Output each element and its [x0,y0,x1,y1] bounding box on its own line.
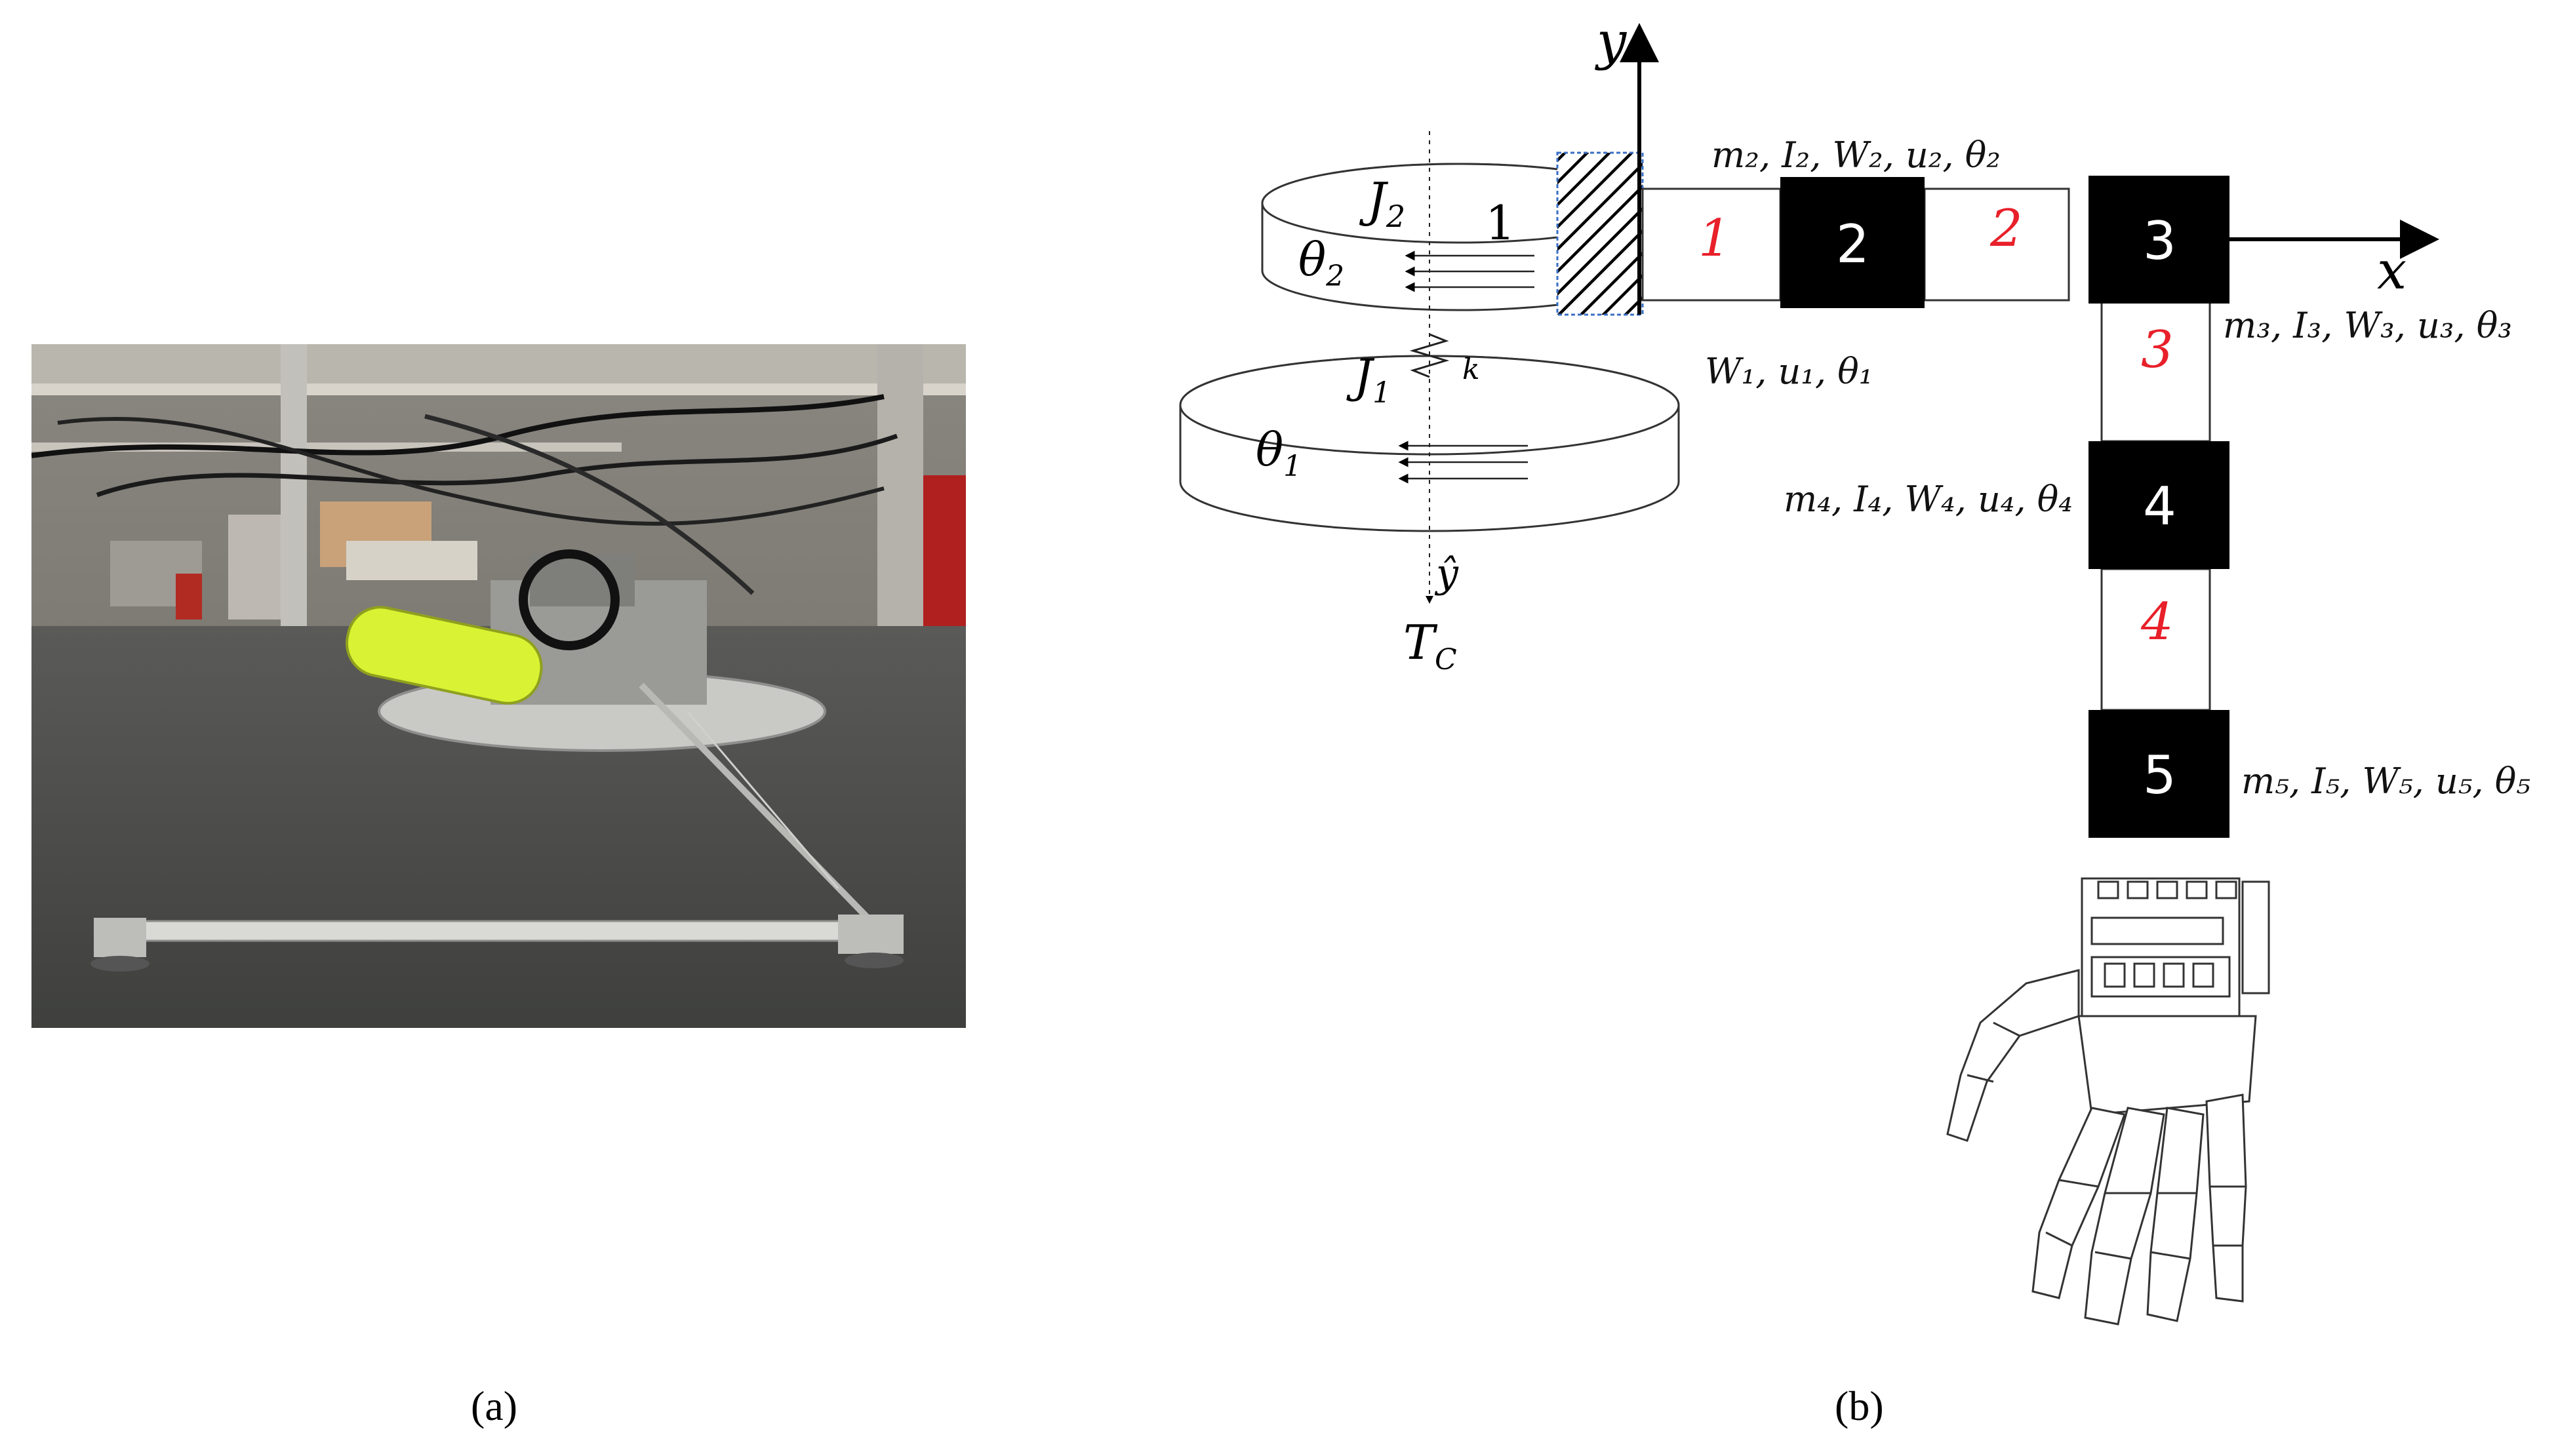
J2-sub: 2 [1386,199,1405,234]
link-4-label: 4 [2140,593,2174,652]
node-2 [1780,177,1925,308]
one-label: 1 [1485,195,1515,250]
svg-text:θ1: θ1 [1256,423,1302,483]
node-3-label: 3 [2143,210,2176,271]
params-3: m₃, I₃, W₃, u₃, θ₃ [2223,305,2512,346]
lower-rotation-arrows [1398,441,1528,484]
x-axis-label: x [2377,240,2407,301]
photo-panel [31,344,966,1028]
node-3 [2088,176,2229,304]
link-1 [1641,187,1782,302]
hatched-base [1556,151,1644,316]
link-4 [2100,568,2211,711]
node-5-label: 5 [2143,745,2176,806]
diagram-panel: J2 1 θ2 J1 k θ1 ŷ TC y 2 3 4 5 1 2 3 4 [1179,10,2530,1326]
link-2-label: 2 [1989,199,2023,258]
params-2: m₂, I₂, W₂, u₂, θ₂ [1711,134,2001,176]
link-2 [1923,187,2070,302]
spring-label: k [1462,353,1480,386]
node-2-label: 2 [1836,214,1869,275]
link-3-label: 3 [2141,321,2174,380]
params-1: W₁, u₁, θ₁ [1705,351,1873,392]
link-3 [2100,299,2211,443]
upper-rotation-arrows [1405,250,1534,292]
torque-sub: C [1435,643,1457,677]
theta2-base: θ [1298,233,1326,286]
svg-text:TC: TC [1403,615,1457,677]
node-4-label: 4 [2143,476,2176,537]
node-5 [2088,710,2229,838]
J1-sub: 1 [1372,376,1391,410]
robotic-hand-icon [1946,877,2270,1326]
theta1-base: θ [1256,423,1283,477]
y-hat-label: ŷ [1434,551,1459,597]
svg-text:θ2: θ2 [1298,233,1344,293]
params-4: m₄, I₄, W₄, u₄, θ₄ [1784,479,2073,520]
node-4 [2088,441,2229,569]
caption-a: (a) [471,1383,518,1429]
theta1-sub: 1 [1283,450,1302,483]
y-axis-label: y [1595,10,1628,71]
torque-base: T [1403,615,1438,670]
spring-icon [1409,333,1450,378]
theta2-sub: 2 [1325,260,1344,293]
link-1-label: 1 [1698,209,1731,268]
params-5: m₅, I₅, W₅, u₅, θ₅ [2241,760,2530,802]
caption-b: (b) [1835,1383,1884,1429]
